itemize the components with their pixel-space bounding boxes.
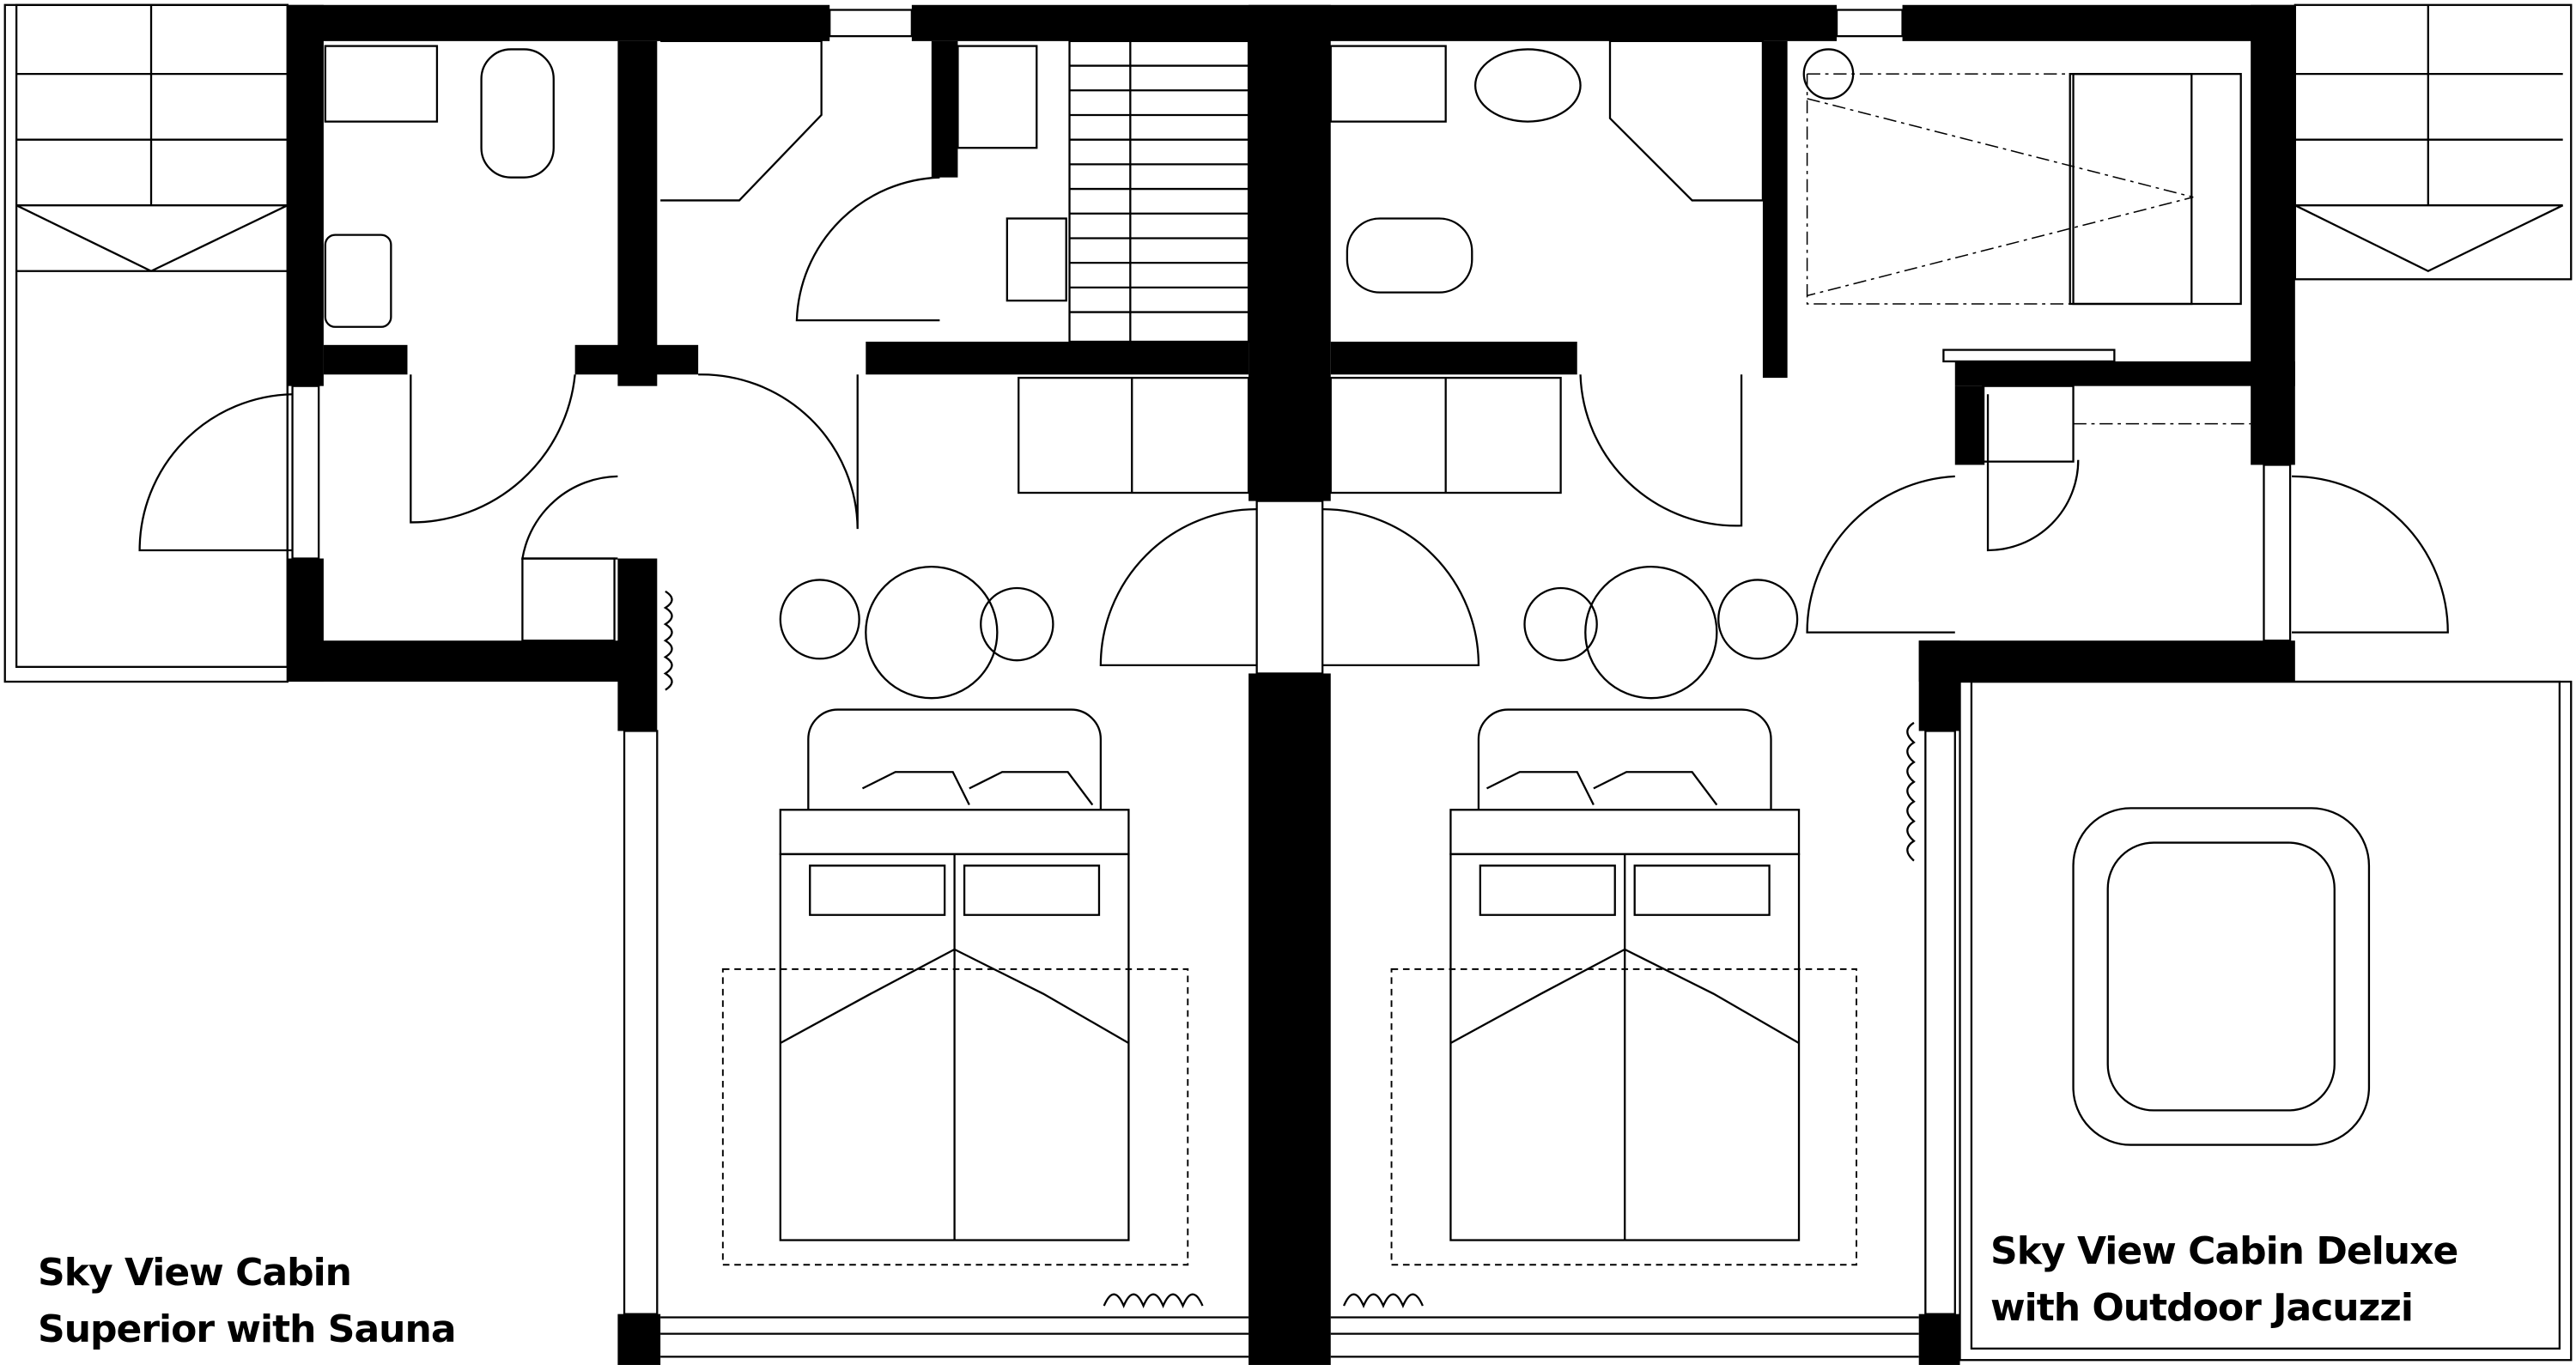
stairs <box>1068 39 1250 343</box>
doors <box>138 176 2449 667</box>
jacuzzi <box>2072 807 2371 1146</box>
label-line: with Outdoor Jacuzzi <box>1990 1286 2414 1330</box>
bed-left <box>721 708 1189 1266</box>
left-terrace <box>3 3 289 683</box>
bed-right <box>1390 708 1857 1266</box>
bathroom-fixtures <box>324 39 1765 642</box>
label-line: Sky View Cabin <box>38 1251 352 1295</box>
walls <box>287 4 2295 1365</box>
label-deluxe-cabin: Sky View Cabin Deluxe with Outdoor Jacuz… <box>1990 1223 2458 1337</box>
label-superior-cabin: Sky View Cabin Superior with Sauna <box>38 1245 457 1358</box>
dining-tables <box>779 565 1799 700</box>
label-line: Superior with Sauna <box>38 1307 457 1351</box>
sauna-room <box>1802 48 2251 463</box>
curtains <box>663 590 1916 1308</box>
wardrobes <box>1018 376 1562 494</box>
label-line: Sky View Cabin Deluxe <box>1990 1229 2458 1273</box>
